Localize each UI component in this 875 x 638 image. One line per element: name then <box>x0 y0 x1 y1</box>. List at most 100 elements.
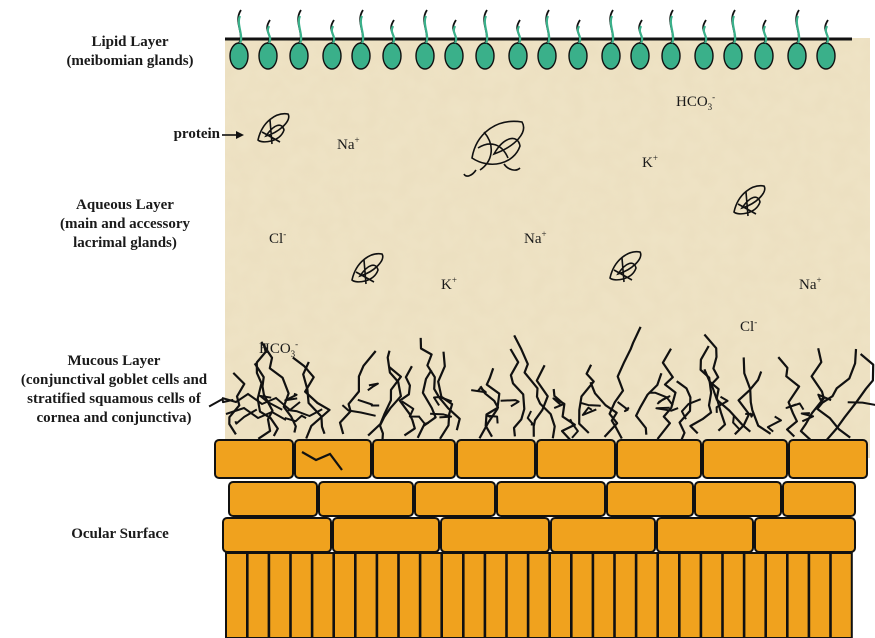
epithelial-cell <box>721 552 745 638</box>
ion-symbol: Na <box>337 137 355 153</box>
ion-bicarbonate: HCO3- <box>259 340 298 359</box>
ion-charge: - <box>712 92 716 102</box>
mucin-branch <box>417 415 430 427</box>
lipid-molecule <box>444 19 464 70</box>
mucin-strand <box>378 350 402 440</box>
mucin-strand <box>589 381 623 440</box>
epithelial-cell <box>550 517 656 553</box>
ocular-surface-label: Ocular Surface <box>71 526 169 542</box>
ion-charge: + <box>354 135 360 145</box>
ion-symbol: HCO <box>676 94 708 110</box>
epithelial-cell <box>678 552 702 638</box>
mucous-layer-source-3: cornea and conjunctiva) <box>36 410 192 426</box>
epithelial-cell <box>496 481 606 517</box>
epithelial-cell <box>549 552 572 638</box>
lipid-molecule <box>601 9 621 70</box>
epithelial-cell <box>289 552 313 638</box>
ion-symbol: K <box>642 155 653 171</box>
mucin-branch <box>655 406 679 412</box>
epithelial-cell <box>808 552 832 638</box>
mucin-strand <box>419 337 461 431</box>
mucous-layer-source-2: stratified squamous cells of <box>27 391 201 407</box>
lipid-molecule <box>351 9 371 70</box>
mucin-branch <box>800 412 815 423</box>
epithelial-cell <box>782 481 856 517</box>
lipid-layer-label: Lipid Layer (meibomian glands) <box>40 33 220 71</box>
lipid-molecule <box>258 19 278 70</box>
lipid-molecule <box>537 9 557 70</box>
protein-molecule <box>733 185 766 217</box>
mucin-branch <box>656 395 671 405</box>
mucin-branch <box>785 402 805 411</box>
mucin-branch <box>648 391 674 407</box>
mucin-strand <box>228 372 246 435</box>
ion-subscript: 3 <box>290 349 296 359</box>
mucin-strand <box>552 388 576 441</box>
mucin-branch <box>259 394 283 411</box>
mucin-strands <box>208 326 875 441</box>
ion-charge: - <box>283 229 287 239</box>
protein-arrow <box>222 131 244 139</box>
epithelial-cell <box>505 552 529 638</box>
epithelial-cell <box>354 552 378 638</box>
epithelial-cell <box>765 552 788 638</box>
ion-charge: + <box>816 275 822 285</box>
ion-symbol: Cl <box>740 319 755 335</box>
mucin-strand <box>255 343 279 437</box>
protein-molecule <box>351 253 384 285</box>
mucin-branch <box>284 392 298 402</box>
mucin-branch <box>401 400 419 418</box>
ion-charge: - <box>754 317 758 327</box>
epithelial-cell <box>536 439 616 479</box>
lipid-molecule <box>382 19 402 70</box>
ion-charge: + <box>652 153 658 163</box>
ion-bicarbonate: HCO3- <box>676 92 716 112</box>
mucin-strand <box>777 356 801 438</box>
mucin-branch <box>367 382 379 392</box>
epithelial-cell <box>372 439 456 479</box>
mucin-branch <box>430 412 453 419</box>
epithelial-cell <box>570 552 594 638</box>
mucin-strand <box>479 385 500 438</box>
epithelial-cell <box>743 552 767 638</box>
epithelial-cell <box>414 481 496 517</box>
epithelial-cell <box>700 552 724 638</box>
protein-molecule <box>609 251 642 283</box>
mucin-strand <box>532 364 549 437</box>
lipid-molecule <box>508 19 528 70</box>
epithelial-cell <box>456 439 536 479</box>
lipid-molecule <box>568 19 588 70</box>
ion-potassium: K+ <box>441 275 457 294</box>
aqueous-layer-label: Aqueous Layer (main and accessory lacrim… <box>20 196 230 253</box>
ion-symbol: K <box>441 277 452 293</box>
mucin-strand <box>398 365 416 437</box>
mucin-strand <box>656 348 677 440</box>
ion-chloride: Cl- <box>269 229 287 248</box>
mucin-branch <box>766 415 782 433</box>
aqueous-texture <box>225 38 870 458</box>
mucin-branch <box>847 401 875 406</box>
epithelial-cell <box>318 481 414 517</box>
epithelial-cell <box>376 552 400 638</box>
mucin-branch <box>616 401 630 413</box>
ion-chloride: Cl- <box>740 317 758 336</box>
epithelial-cell <box>441 552 464 638</box>
mucous-layer-source-1: (conjunctival goblet cells and <box>20 372 208 388</box>
protein-label: protein <box>173 126 220 142</box>
epithelial-cell <box>333 552 356 638</box>
epithelial-cell <box>462 552 486 638</box>
lipid-molecule <box>630 19 650 70</box>
ion-charge: + <box>541 229 547 239</box>
epithelial-cell <box>656 517 754 553</box>
epithelial-cell <box>419 552 443 638</box>
epithelial-cell <box>754 517 856 553</box>
mucin-branch <box>208 398 234 408</box>
ion-charge: + <box>451 275 457 285</box>
lipid-molecule <box>787 9 807 70</box>
epithelial-cell <box>527 552 551 638</box>
lipid-molecule <box>694 19 714 70</box>
mucin-strand <box>221 392 301 412</box>
epithelial-cell <box>225 552 248 638</box>
